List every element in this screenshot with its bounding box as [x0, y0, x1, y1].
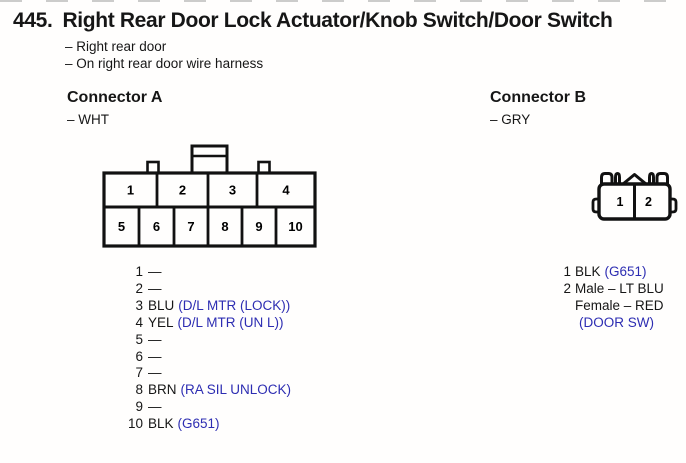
cavity-number: 5	[118, 219, 125, 234]
location-notes: – Right rear door – On right rear door w…	[65, 39, 263, 72]
connector-a-heading: Connector A	[67, 89, 163, 106]
cavity-number: 4	[282, 183, 290, 198]
pin-row: (DOOR SW)	[579, 314, 654, 330]
pin-row: Female – RED	[575, 297, 664, 313]
page-title: 445. Right Rear Door Lock Actuator/Knob …	[13, 9, 613, 33]
cavity-number: 1	[127, 183, 134, 198]
cavity-number: 9	[255, 219, 262, 234]
cavity-number: 8	[221, 219, 228, 234]
cavity-number: 2	[645, 195, 652, 209]
connector-b-diagram: 1 2	[591, 171, 678, 221]
note-line: – On right rear door wire harness	[65, 55, 264, 71]
pin-row: 2—	[135, 280, 162, 296]
pin-row: 1—	[135, 264, 162, 279]
connector-b-peak-icon	[622, 173, 647, 186]
connector-b-heading: Connector B	[490, 89, 586, 106]
connector-a-latch-icon	[190, 144, 229, 176]
cavity-number: 6	[153, 219, 160, 234]
note-line: – Right rear door	[65, 39, 167, 54]
cavity-number: 3	[229, 183, 236, 198]
pin-row: 6—	[135, 348, 162, 364]
section-number: 445.	[13, 9, 53, 32]
connector-b-color-label: – GRY	[490, 112, 531, 127]
pin-row: 9—	[135, 399, 162, 415]
connector-a-diagram: 1 2 3 4 5 6 7 8 9 10	[102, 144, 317, 248]
scan-edge-artifact	[0, 0, 686, 2]
connector-a-color-label: – WHT	[67, 112, 109, 127]
cavity-number: 2	[179, 183, 186, 198]
cavity-number: 1	[617, 195, 624, 209]
section-title: Right Rear Door Lock Actuator/Knob Switc…	[62, 9, 613, 32]
pin-row: 7—	[135, 365, 162, 381]
pin-row: 5—	[135, 331, 162, 347]
cavity-number: 7	[187, 219, 194, 234]
cavity-number: 10	[288, 219, 302, 234]
